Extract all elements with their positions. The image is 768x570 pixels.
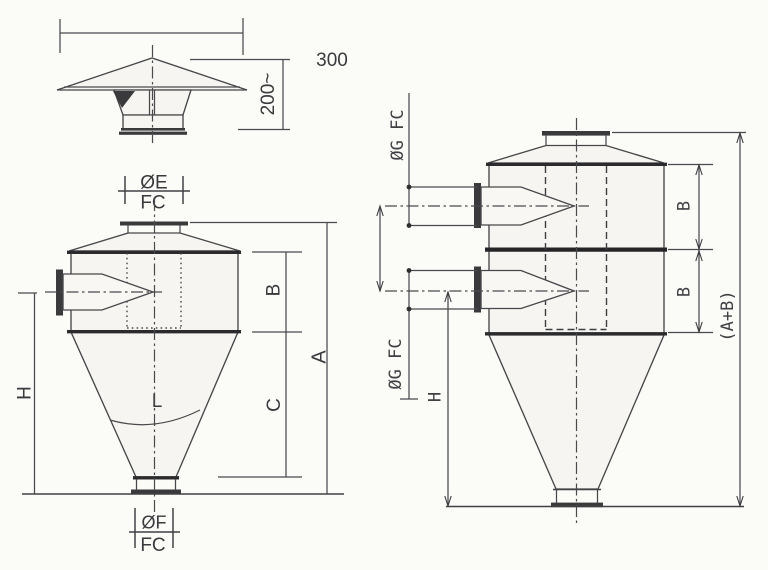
dc-collar-sides [545,135,607,146]
dc-inlet-spacing-dimension [376,204,384,293]
dc-lower-inlet-dimension: ØG FC [386,268,477,400]
double-cyclone-figure: ØG FC ØG FC H [376,93,746,524]
dc-ab-label: (A+B) [718,290,738,341]
dc-lower-og-dot-bottom [406,306,412,312]
dc-upper-og-dot-top [406,184,412,190]
dc-b1-arrow-up [695,163,703,176]
dc-total-height-dimension: (A+B) [612,131,746,508]
dc-upper-inlet-duct [480,186,577,226]
cap-width-dim-label: 300 [316,50,348,71]
cap-skirt-seam-lines [148,90,156,115]
bottom-outlet-dimension: ØF FC [129,508,180,556]
top-outlet-flange-label: FC [140,193,165,214]
cone-section-label: L [152,391,163,412]
dc-b2-arrow-up [695,249,703,262]
bottom-outlet-diameter-label: ØF [142,513,167,533]
inlet-duct [62,273,156,311]
top-outlet-diameter-label: ØE [140,173,167,194]
dc-inlet-spacing-arrow-up [376,204,384,217]
dc-b-ticks [668,163,713,334]
dc-ab-arrow-up [736,131,744,144]
dc-inlet-spacing-arrow-down [376,280,384,293]
dc-lower-inlet-duct [480,269,577,310]
dc-upper-og-extension-lines [409,186,477,227]
dc-b1-arrow-down [695,238,703,251]
h-dim-label: H [15,386,36,400]
dc-h-dimension: H [426,290,452,508]
dc-lower-inlet-flange [474,266,481,313]
a-dim-label: A [309,350,331,364]
dc-lower-og-dot-top [406,268,412,273]
dc-upper-inlet-dimension: ØG FC [388,93,477,228]
dc-lower-b-label: B [675,287,695,297]
dc-h-arrow-up [444,290,452,303]
dc-upper-inlet-label: ØG FC [388,109,408,160]
b-dim-label: B [264,284,285,297]
dc-b2-arrow-down [695,321,703,334]
dc-lower-og-extension-lines [409,269,477,310]
cap-opening-shadow [113,91,135,108]
dc-top-flange [542,131,610,136]
cyclone-collar-sides [127,225,181,233]
bottom-outlet-flange [131,489,181,495]
bottom-outlet-flange-label: FC [140,535,165,556]
dc-outlet-sides [555,490,599,503]
dc-outlet-flange [551,502,603,508]
c-dim-label: C [264,398,285,412]
single-cyclone-figure: ØE FC L H B [15,173,344,556]
cap-height-dim-label: 200~ [258,73,279,116]
dc-inner-tube-dashed [544,166,608,331]
dc-upper-og-dot-bottom [406,223,412,228]
top-outlet-dimension: ØE FC [118,173,190,214]
cap-base-flange-upper [121,128,185,131]
bottom-outlet-sides [135,479,177,490]
dc-upper-b-label: B [675,201,695,211]
inlet-flange [56,269,63,316]
dc-b-dimensions: B B [668,163,713,334]
rain-cap-figure: 200~ 300 [56,18,348,146]
dc-h-label: H [426,392,446,402]
cyclone-inner-tube-dotted [126,253,182,329]
dc-lower-inlet-label: ØG FC [386,338,406,389]
